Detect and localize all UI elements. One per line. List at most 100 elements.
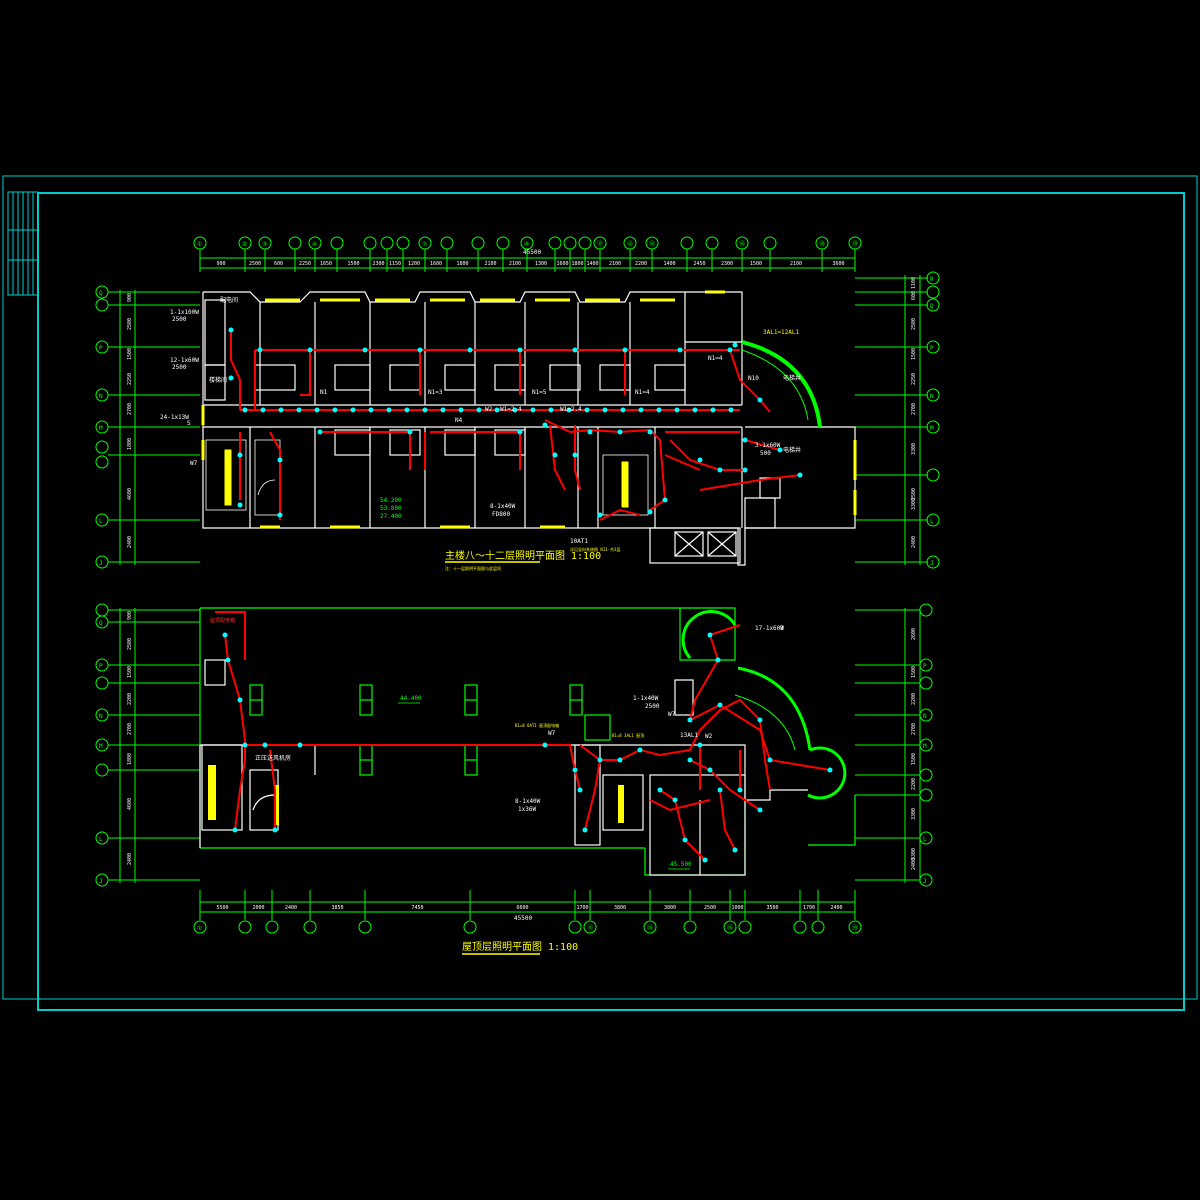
note: 8-1x40W <box>515 798 541 805</box>
light-fixture-icon <box>584 407 590 413</box>
light-fixture-icon <box>656 407 662 413</box>
light-fixture-icon <box>222 632 228 638</box>
light-fixture-icon <box>237 502 243 508</box>
light-fixture-icon <box>602 407 608 413</box>
light-fixture-icon <box>260 407 266 413</box>
note: FD800 <box>492 511 510 518</box>
light-fixture-icon <box>517 429 523 435</box>
dimension-text: 4600 <box>127 798 133 810</box>
light-fixture-icon <box>742 437 748 443</box>
dimension-text: 2400 <box>127 536 133 548</box>
light-fixture-icon <box>476 407 482 413</box>
dimension-text: 2250 <box>127 373 133 385</box>
roof-curved-walls <box>681 610 847 800</box>
dimension-text: 2700 <box>911 403 917 415</box>
light-fixture-icon <box>368 407 374 413</box>
bottom-right-row-labels: P N M L J <box>923 663 927 885</box>
axis-bubble <box>330 236 344 250</box>
dimension-text: 2250 <box>299 261 311 267</box>
dimension-text: 2200 <box>911 693 917 705</box>
light-fixture-icon <box>672 797 678 803</box>
note: N1=5 <box>532 389 547 396</box>
light-fixture-icon <box>702 857 708 863</box>
light-fixture-icon <box>572 347 578 353</box>
outer-frame <box>2 175 1198 1000</box>
light-fixture-icon <box>777 447 783 453</box>
note: W1=2.4 <box>500 406 522 413</box>
light-fixture-icon <box>552 452 558 458</box>
axis-bubble <box>683 920 697 934</box>
inner-frame <box>37 192 1185 1011</box>
note: 3AL1=12AL1 <box>763 329 800 336</box>
light-fixture-icon <box>467 347 473 353</box>
elevation: 45.500 <box>670 861 692 868</box>
dimension-text: 1400 <box>664 261 676 267</box>
top-staircases <box>205 439 649 516</box>
light-fixture-icon <box>572 767 578 773</box>
axis-bubble <box>440 236 454 250</box>
light-fixture-icon <box>362 347 368 353</box>
axis-label: ⑪ <box>587 924 593 932</box>
axis-bubble <box>680 236 694 250</box>
axis-bubble <box>578 236 592 250</box>
light-fixture-icon <box>350 407 356 413</box>
dimension-text: 1200 <box>408 261 420 267</box>
dimension-text: 1500 <box>750 261 762 267</box>
note: 2500 <box>645 703 660 710</box>
light-fixture-icon <box>647 429 653 435</box>
light-fixture-icon <box>767 757 773 763</box>
light-fixture-icon <box>617 429 623 435</box>
light-fixture-icon <box>732 847 738 853</box>
top-light-fixtures <box>228 327 803 518</box>
dimension-text: 4600 <box>127 488 133 500</box>
note: 2500 <box>172 364 187 371</box>
row-label: P <box>923 663 927 670</box>
roof-stair-treads <box>208 765 624 825</box>
note: N4 <box>455 417 463 424</box>
roof-plan-title: 屋顶层照明平面图 1:100 <box>462 941 578 953</box>
dimension-text: 1700 <box>577 905 589 911</box>
light-fixture-icon <box>332 407 338 413</box>
light-fixture-icon <box>237 697 243 703</box>
dimension-text: 5500 <box>217 905 229 911</box>
light-fixture-icon <box>257 347 263 353</box>
row-label: P <box>930 345 934 352</box>
note: 楼梯间 <box>209 376 227 384</box>
light-fixture-icon <box>386 407 392 413</box>
dimension-text: 900 <box>217 261 226 267</box>
right-row-labels: R Q P N M L J <box>930 276 934 567</box>
light-fixture-icon <box>597 512 603 518</box>
dimension-text: 3300 <box>911 498 917 510</box>
top-plan-title: 主楼八～十二层照明平面图 1:100 <box>445 549 601 562</box>
note: 9 <box>780 625 784 632</box>
axis-bubble <box>303 920 317 934</box>
roof-light-fixtures <box>222 632 833 863</box>
axis-bubble <box>548 236 562 250</box>
axis-label: ① <box>197 925 202 932</box>
row-label: N <box>923 713 927 720</box>
light-fixture-icon <box>242 407 248 413</box>
left-row-axes <box>95 285 200 569</box>
light-fixture-icon <box>687 757 693 763</box>
row-label: P <box>99 663 103 670</box>
axis-bubble <box>396 236 410 250</box>
light-fixture-icon <box>548 407 554 413</box>
binding-strip <box>7 191 39 296</box>
dimension-text: 1500 <box>911 348 917 360</box>
light-fixture-icon <box>827 767 833 773</box>
axis-bubble <box>238 920 252 934</box>
dimension-text: 3800 <box>664 905 676 911</box>
light-fixture-icon <box>687 717 693 723</box>
left-row-labels: Q P N M L J <box>99 290 103 567</box>
note: W1=2.4 <box>560 406 582 413</box>
light-fixture-icon <box>317 429 323 435</box>
light-fixture-icon <box>542 422 548 428</box>
light-fixture-icon <box>757 717 763 723</box>
light-fixture-icon <box>674 407 680 413</box>
light-fixture-icon <box>757 397 763 403</box>
note: 1-1x100W <box>170 309 199 316</box>
dimension-text: 2400 <box>831 905 843 911</box>
axis-bubble <box>471 236 485 250</box>
light-fixture-icon <box>314 407 320 413</box>
note: 17-1x60W <box>755 625 784 632</box>
